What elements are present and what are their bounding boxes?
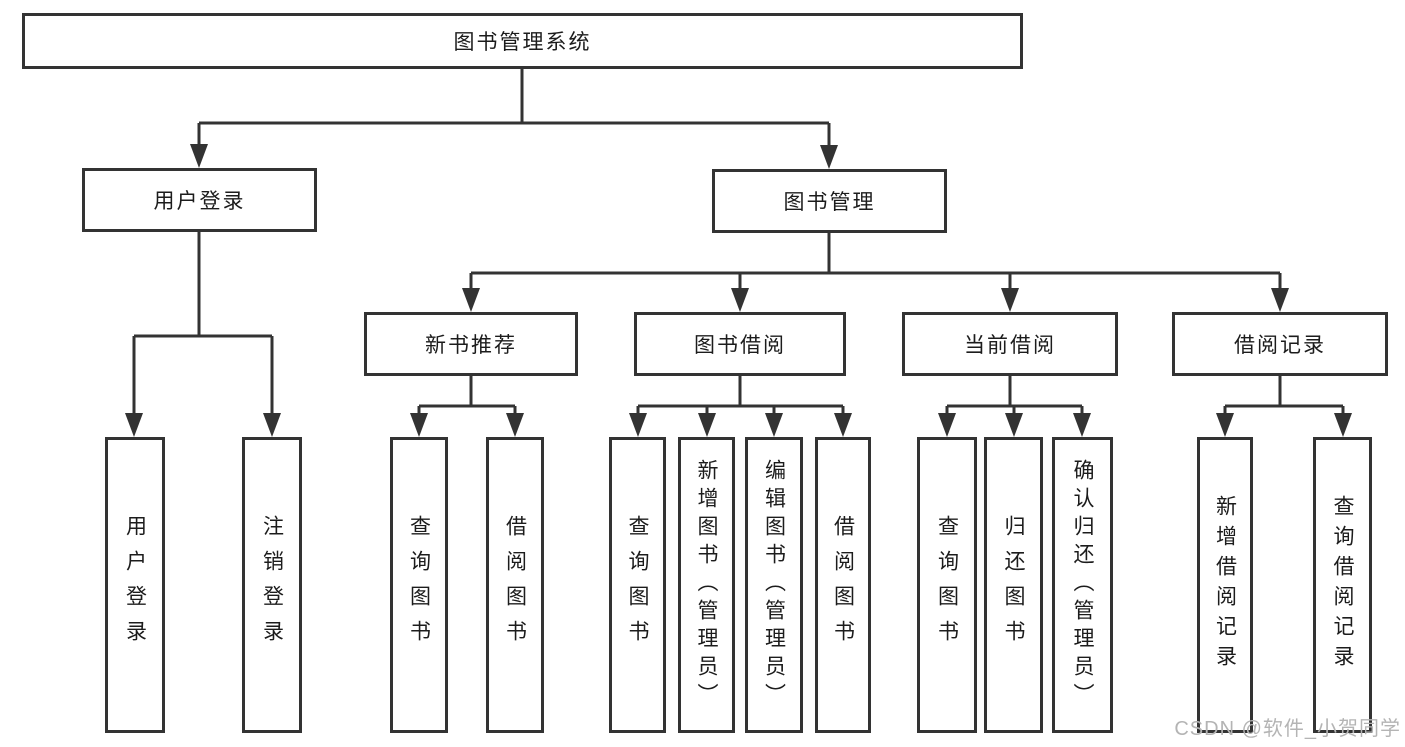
leaf-logout: 注销登录 [242, 437, 302, 733]
leaf-edit-book-admin: 编辑图书（管理员） [745, 437, 803, 733]
node-new-book-recommendation: 新书推荐 [364, 312, 578, 376]
leaf-add-borrow-record: 新增借阅记录 [1197, 437, 1253, 733]
leaf-borrow-book: 借阅图书 [815, 437, 871, 733]
node-book-borrowing: 图书借阅 [634, 312, 846, 376]
node-current-borrowing: 当前借阅 [902, 312, 1118, 376]
leaf-query-book-recommend: 查询图书 [390, 437, 448, 733]
leaf-return-book: 归还图书 [984, 437, 1043, 733]
leaf-add-book-admin: 新增图书（管理员） [678, 437, 735, 733]
leaf-query-book-current: 查询图书 [917, 437, 977, 733]
node-root-library-system: 图书管理系统 [22, 13, 1023, 69]
node-book-management-branch: 图书管理 [712, 169, 947, 233]
leaf-query-book-borrow: 查询图书 [609, 437, 666, 733]
csdn-watermark: CSDN @软件_小贺同学 [1174, 718, 1401, 740]
leaf-query-borrow-record: 查询借阅记录 [1313, 437, 1372, 733]
leaf-user-login: 用户登录 [105, 437, 165, 733]
node-user-login-branch: 用户登录 [82, 168, 317, 232]
leaf-confirm-return-admin: 确认归还（管理员） [1052, 437, 1113, 733]
node-borrowing-records: 借阅记录 [1172, 312, 1388, 376]
leaf-borrow-book-recommend: 借阅图书 [486, 437, 544, 733]
